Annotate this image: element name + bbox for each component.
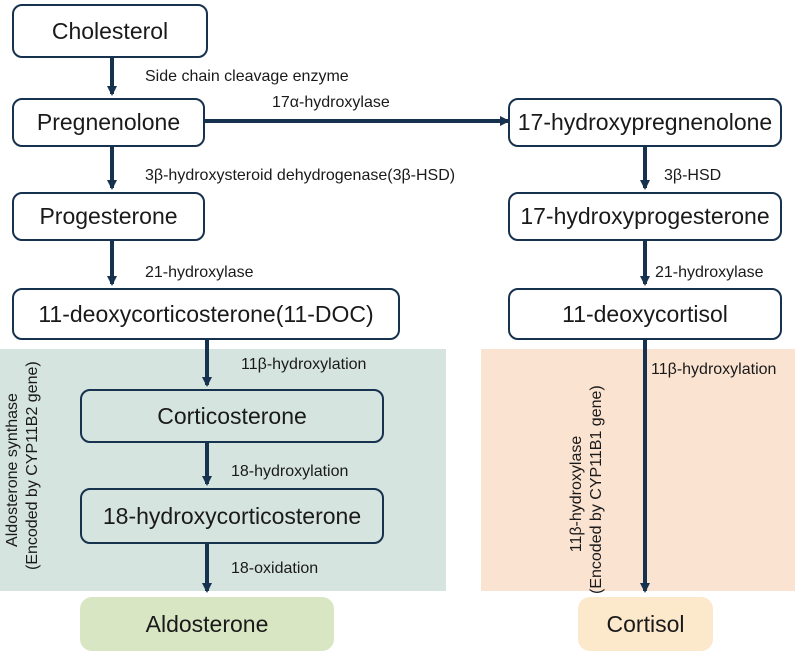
node-17-hydroxyprogesterone: 17-hydroxyprogesterone: [508, 192, 782, 241]
node-11-deoxycorticosterone: 11-deoxycorticosterone(11-DOC): [12, 288, 400, 340]
label-side-chain-cleavage: Side chain cleavage enzyme: [145, 68, 349, 85]
node-17-hydroxypregnenolone: 17-hydroxypregnenolone: [508, 98, 782, 147]
label-3b-hsd-full: 3β-hydroxysteroid dehydrogenase(3β-HSD): [145, 167, 456, 184]
aldosterone-synthase-line2: (Encoded by CYP11B2 gene): [24, 361, 41, 570]
label-17a-hydroxylase: 17α-hydroxylase: [272, 94, 390, 111]
11b-hydroxylase-region: [481, 349, 795, 591]
label-18-oxidation: 18-oxidation: [231, 560, 319, 577]
11b-hydroxylase-line1: 11β-hydroxylase: [568, 435, 585, 553]
node-pregnenolone: Pregnenolone: [12, 98, 205, 147]
label-11b-hydroxylation-right: 11β-hydroxylation: [651, 361, 777, 378]
label-11b-hydroxylase: 11β-hydroxylase (Encoded by CYP11B1 gene…: [567, 385, 607, 594]
node-progesterone: Progesterone: [12, 192, 205, 241]
aldosterone-synthase-line1: Aldosterone synthase: [4, 393, 21, 547]
node-cholesterol: Cholesterol: [12, 4, 208, 58]
label-11b-hydroxylation-left: 11β-hydroxylation: [241, 356, 367, 373]
label-21-hydroxylase-right: 21-hydroxylase: [655, 264, 764, 281]
label-18-hydroxylation: 18-hydroxylation: [231, 463, 349, 480]
node-cortisol: Cortisol: [578, 597, 713, 651]
node-corticosterone: Corticosterone: [80, 389, 384, 443]
11b-hydroxylase-line2: (Encoded by CYP11B1 gene): [588, 385, 605, 594]
label-3b-hsd: 3β-HSD: [664, 167, 722, 184]
node-aldosterone: Aldosterone: [80, 597, 334, 651]
node-11-deoxycortisol: 11-deoxycortisol: [508, 288, 782, 340]
label-21-hydroxylase-left: 21-hydroxylase: [145, 264, 254, 281]
label-aldosterone-synthase: Aldosterone synthase (Encoded by CYP11B2…: [3, 361, 43, 570]
node-18-hydroxycorticosterone: 18-hydroxycorticosterone: [80, 488, 384, 544]
